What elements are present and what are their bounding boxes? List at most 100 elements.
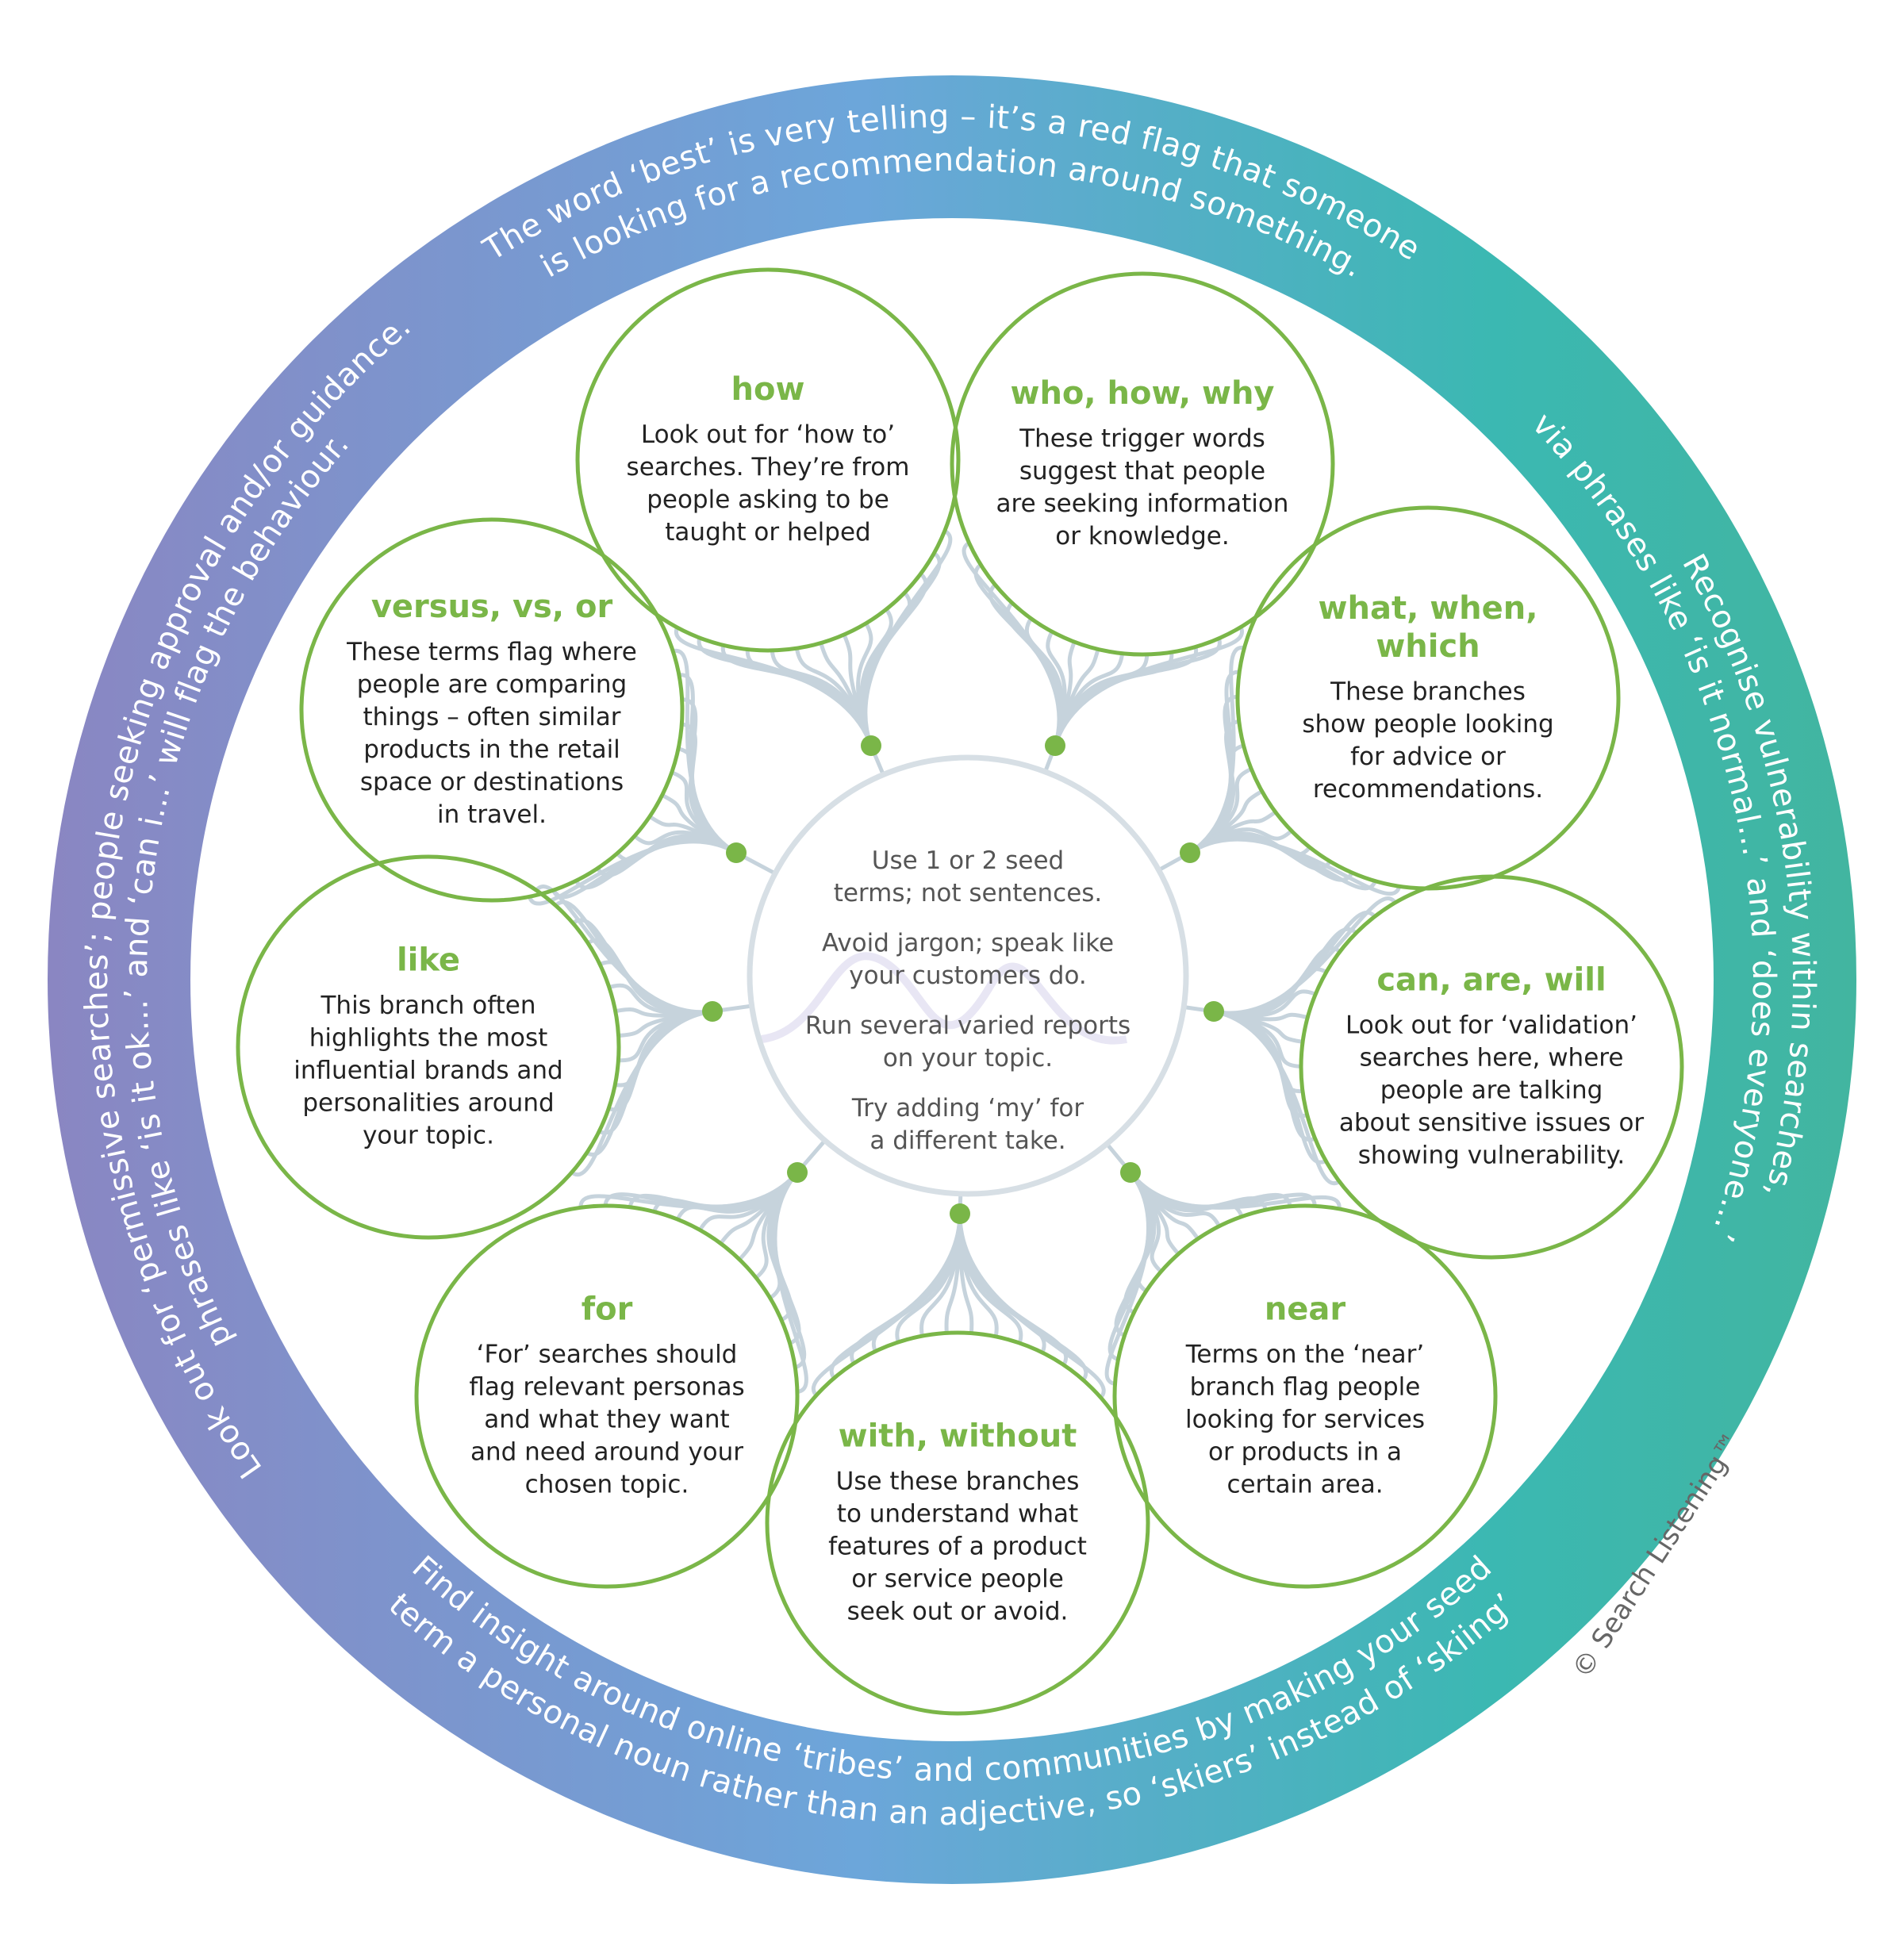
node-title: which: [1376, 628, 1480, 665]
branch-fan: [1213, 896, 1398, 1185]
node-title: who, how, why: [1010, 375, 1274, 412]
node-versus-vs-or: versus, vs, or These terms flag where peop…: [299, 517, 685, 903]
node-circle: [765, 1330, 1150, 1716]
node-body-line: or service people: [851, 1565, 1064, 1594]
branch-dot: [1120, 1162, 1141, 1183]
center-tip-line: Avoid jargon; speak like: [822, 929, 1114, 957]
branch-dot: [1180, 842, 1200, 863]
branch-line: [569, 1009, 713, 1176]
node-body-line: or knowledge.: [1055, 522, 1229, 551]
node-body-line: Use these branches: [836, 1468, 1080, 1496]
node-body-line: personalities around: [302, 1089, 554, 1118]
center-tip-line: Try adding ‘my’ for: [851, 1094, 1084, 1122]
node-title: can, are, will: [1376, 962, 1606, 999]
center-tip-line: terms; not sentences.: [834, 879, 1103, 908]
center-tip-line: on your topic.: [883, 1044, 1053, 1073]
node-body-line: suggest that people: [1019, 457, 1265, 485]
branch-fan: [533, 884, 713, 1176]
node-body-line: searches. They’re from: [627, 453, 910, 482]
center-tip-line: Run several varied reports: [805, 1011, 1130, 1040]
center-tip-line: Use 1 or 2 seed: [872, 846, 1064, 875]
node-body-line: These terms flag where: [346, 638, 637, 666]
node-title: with, without: [839, 1418, 1077, 1455]
branch-line: [527, 839, 738, 906]
branch-dot: [861, 735, 881, 756]
node-title: like: [397, 942, 460, 979]
branch-fan: [962, 540, 1244, 746]
branch-dot: [787, 1162, 808, 1183]
branch-dot: [950, 1203, 970, 1224]
branch-dot: [1045, 735, 1065, 756]
node-body-line: influential brands and: [294, 1057, 562, 1085]
node-circle: [950, 271, 1335, 657]
node-body-line: This branch often: [320, 992, 536, 1020]
node-title: for: [582, 1291, 633, 1328]
branch-line: [1213, 896, 1398, 1015]
node-circle: [414, 1203, 800, 1589]
branch-dot: [702, 1001, 723, 1022]
branch-fan: [674, 528, 953, 746]
node-body-line: Look out for ‘validation’: [1345, 1011, 1637, 1040]
node-circle: [575, 267, 961, 653]
center-tip: Run several varied reports on your topic.: [805, 1011, 1130, 1073]
node-body-line: about sensitive issues or: [1339, 1109, 1645, 1138]
node-body-line: things – often similar: [363, 703, 620, 731]
node-body-line: branch flag people: [1190, 1373, 1421, 1402]
node-body-line: show people looking: [1302, 710, 1553, 739]
center-tip-line: your customers do.: [849, 961, 1087, 990]
branch-line: [773, 1171, 808, 1395]
branch-dot: [726, 842, 747, 863]
center-tip: Try adding ‘my’ for a different take.: [851, 1094, 1084, 1155]
node-body-line: your topic.: [363, 1122, 494, 1150]
branches: [527, 528, 1402, 1401]
branch-line: [1129, 1171, 1342, 1211]
node-circle: [299, 517, 685, 903]
node-body-line: for advice or: [1350, 743, 1506, 771]
center-tip: Avoid jargon; speak like your customers d…: [822, 929, 1114, 990]
node-body-line: space or destinations: [360, 768, 624, 796]
branch-fan: [1104, 1171, 1342, 1387]
branch-fan: [811, 1213, 1106, 1401]
node-title: versus, vs, or: [371, 589, 613, 625]
node-body-line: in travel.: [437, 800, 547, 829]
center-circle: [747, 754, 1189, 1197]
center-tip: Use 1 or 2 seed terms; not sentences.: [834, 846, 1103, 908]
center-tips: Use 1 or 2 seed terms; not sentences. Avoi…: [805, 846, 1130, 1155]
branch-line: [958, 1213, 1106, 1401]
node-body-line: features of a product: [828, 1533, 1087, 1561]
node-title: how: [731, 371, 805, 408]
node-title: what, when,: [1319, 590, 1538, 627]
branch-dot: [1203, 1001, 1224, 1022]
node-body-line: showing vulnerability.: [1358, 1142, 1625, 1170]
node-body-line: or products in a: [1208, 1438, 1402, 1467]
center-tip-line: a different take.: [869, 1126, 1065, 1155]
node-title: near: [1265, 1291, 1346, 1328]
node-circle: [1112, 1203, 1498, 1589]
node-body-line: ‘For’ searches should: [477, 1341, 738, 1369]
node-body-line: certain area.: [1226, 1471, 1383, 1499]
node-body-line: people are comparing: [357, 670, 628, 699]
node-body-line: chosen topic.: [525, 1471, 689, 1499]
center-wave: [761, 952, 1127, 1045]
node-body-line: people asking to be: [647, 485, 889, 514]
node-body-line: are seeking information: [996, 489, 1289, 518]
node-body-line: These trigger words: [1019, 424, 1265, 453]
node-body-line: recommendations.: [1313, 775, 1543, 804]
node-body-line: These branches: [1330, 677, 1526, 706]
node-body-line: products in the retail: [363, 735, 620, 764]
node-circle: [236, 854, 621, 1240]
node-body-line: and need around your: [470, 1438, 743, 1467]
branch-fan: [1188, 646, 1402, 896]
node-body-line: and what they want: [484, 1406, 729, 1434]
node-circle: [1299, 874, 1684, 1260]
node-body-line: seek out or avoid.: [847, 1598, 1069, 1626]
